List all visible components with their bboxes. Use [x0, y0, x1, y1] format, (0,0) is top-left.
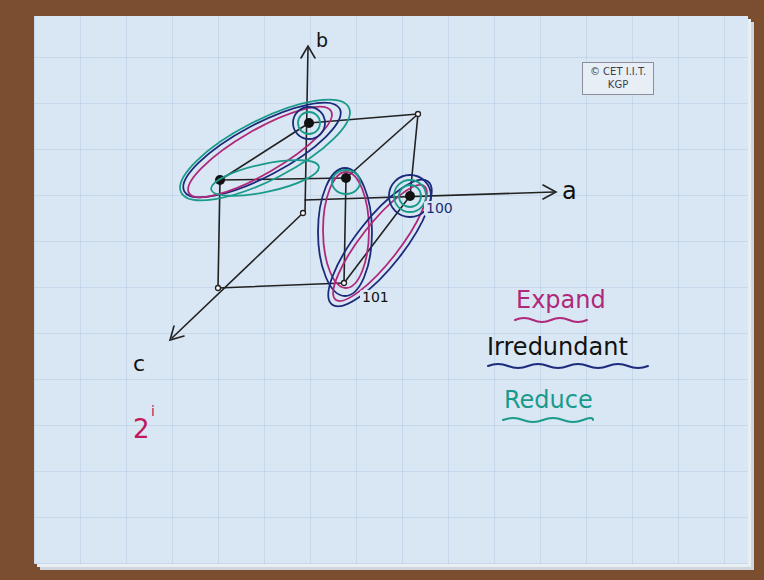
formula-base: 2	[133, 415, 150, 444]
watermark-text: © CET I.I.T. KGP	[587, 66, 649, 91]
paper-sheet	[34, 16, 748, 564]
vertex-label: 100	[424, 201, 455, 216]
axis-label: c	[133, 352, 145, 376]
step-name: Irredundant	[487, 334, 628, 360]
watermark-box: © CET I.I.T. KGP	[582, 62, 654, 95]
axis-label: a	[562, 178, 577, 204]
formula-exponent: i	[151, 404, 155, 419]
step-name: Expand	[516, 287, 606, 313]
axis-label: b	[316, 30, 328, 51]
step-name: Reduce	[504, 387, 593, 413]
vertex-label: 101	[360, 290, 391, 305]
